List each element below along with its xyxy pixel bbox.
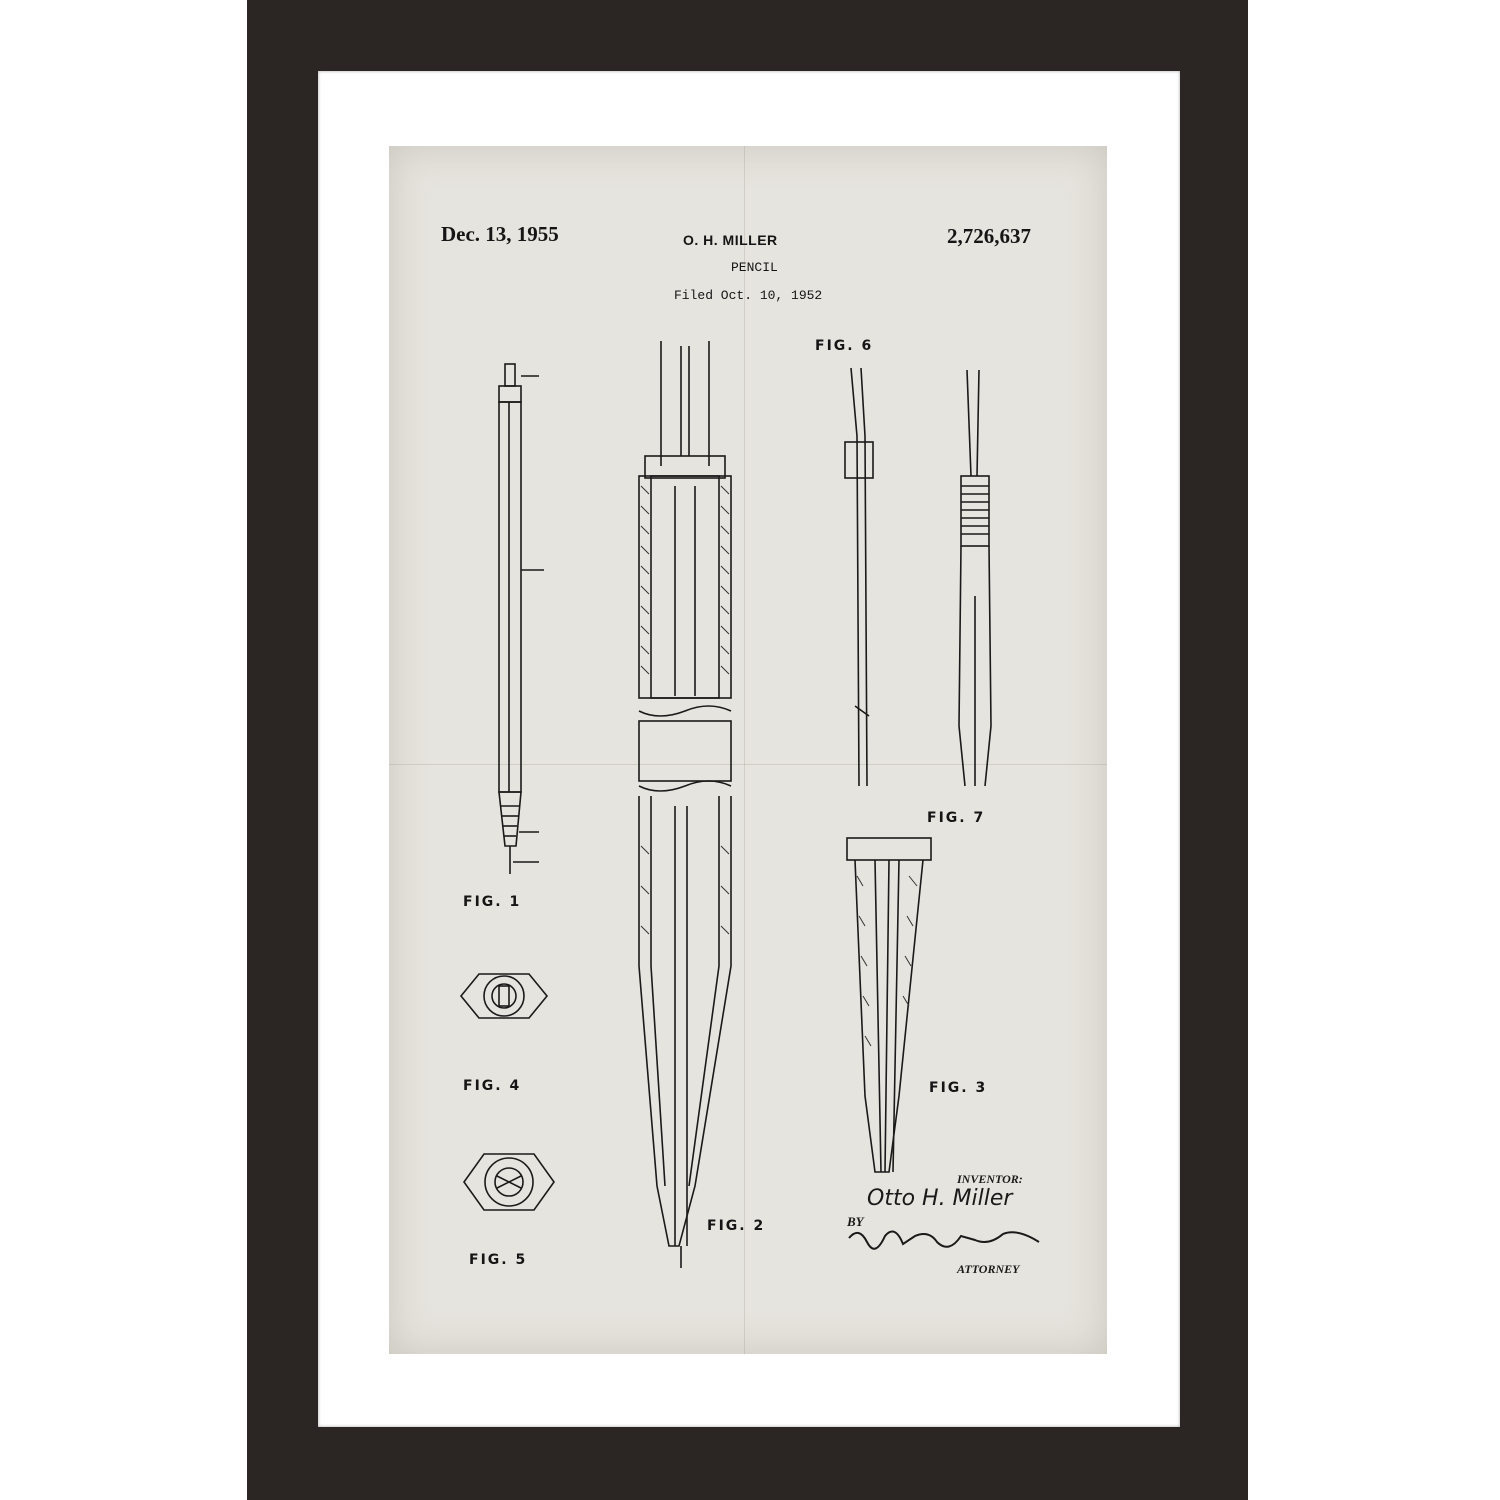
figure-6-collet <box>844 367 874 787</box>
fig-1-caption: FIG. 1 <box>463 894 521 910</box>
figure-3-tip-section <box>846 837 932 1173</box>
fig-6-caption: FIG. 6 <box>815 338 873 354</box>
inventor-label: INVENTOR: <box>957 1172 1023 1186</box>
inventor-name: Otto H. Miller <box>867 1186 1013 1211</box>
figure-7-collet <box>958 369 992 787</box>
patent-date: Dec. 13, 1955 <box>441 222 559 246</box>
paper-fold <box>744 146 745 1354</box>
by-label: BY <box>847 1214 864 1229</box>
figure-4-end-view <box>459 973 549 1019</box>
patent-filed-date: Filed Oct. 10, 1952 <box>674 288 823 303</box>
fig-3-caption: FIG. 3 <box>929 1080 987 1096</box>
figure-2-cross-section <box>638 341 732 1268</box>
attorney-label: ATTORNEY <box>957 1262 1020 1276</box>
fig-7-caption: FIG. 7 <box>927 810 985 826</box>
patent-title: PENCIL <box>731 260 778 275</box>
patent-inventor-header: O. H. MILLER <box>683 232 778 248</box>
patent-number: 2,726,637 <box>947 224 1031 248</box>
fig-5-caption: FIG. 5 <box>469 1252 527 1268</box>
patent-sheet: Dec. 13, 1955 O. H. MILLER 2,726,637 PEN… <box>389 146 1107 1354</box>
figure-5-end-view <box>463 1153 555 1211</box>
patent-drawings: FIG. 1 FIG. 4 FIG. 5 FIG. 2 FIG. 3 FIG. … <box>459 338 1040 1268</box>
attorney-signature-scribble <box>848 1230 1040 1250</box>
figure-1-pencil <box>498 363 544 874</box>
fig-2-caption: FIG. 2 <box>707 1218 765 1234</box>
paper-fold <box>389 764 1107 765</box>
fig-4-caption: FIG. 4 <box>463 1078 521 1094</box>
